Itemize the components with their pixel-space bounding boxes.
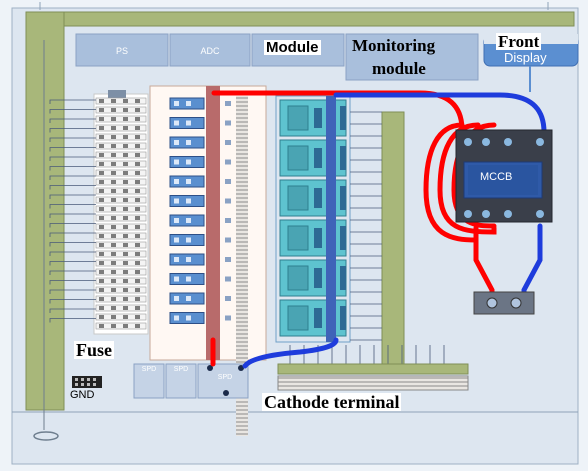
- ps-label: PS: [115, 46, 128, 56]
- fuse-row: [95, 196, 147, 204]
- module-label: Module: [264, 39, 321, 56]
- adc-label: ADC: [200, 46, 220, 56]
- fuse-row: [95, 133, 147, 141]
- fuse-row: [95, 223, 147, 231]
- spd-label-2: SPD: [173, 366, 189, 373]
- fuse-row: [95, 250, 147, 258]
- fuse-wires: [49, 99, 96, 323]
- terminal-strip: [236, 96, 248, 436]
- fuse-row: [95, 142, 147, 150]
- fuse-row: [95, 322, 147, 330]
- negative-busbar-vertical: [326, 96, 336, 342]
- fuse-row: [95, 304, 147, 312]
- gnd-terminal: [72, 376, 102, 388]
- fuse-label: Fuse: [74, 340, 114, 360]
- spd-label-1: SPD: [141, 366, 157, 373]
- fuse-row: [95, 169, 147, 177]
- ps-module: [75, 33, 169, 67]
- fuse-row: [95, 232, 147, 240]
- fuse-holders: [169, 97, 231, 324]
- mccb-breaker: [455, 129, 553, 223]
- cathode-rail: [277, 363, 469, 375]
- monitoring-label-line2: module: [372, 59, 426, 78]
- fuse-row: [95, 178, 147, 186]
- fuse-row: [95, 106, 147, 114]
- display-label: Display: [504, 50, 547, 65]
- positive-busbar: [206, 86, 220, 360]
- fuse-rows: [95, 97, 147, 330]
- fuse-row: [95, 295, 147, 303]
- fuse-row: [95, 97, 147, 105]
- fuse-row: [95, 214, 147, 222]
- fuse-row: [95, 160, 147, 168]
- spd-label-3: SPD: [217, 374, 233, 381]
- ground-symbol: [33, 431, 59, 441]
- fuse-row: [95, 187, 147, 195]
- fuse-row: [95, 268, 147, 276]
- fuse-row: [95, 259, 147, 267]
- cathode-terminal-block: [277, 375, 469, 391]
- fuse-row: [95, 313, 147, 321]
- module-wires: [289, 111, 445, 364]
- fuse-row: [95, 277, 147, 285]
- output-terminal: [473, 291, 535, 315]
- gnd-label: GND: [70, 389, 95, 401]
- fuse-row: [95, 124, 147, 132]
- module-column: [275, 95, 351, 343]
- spd-unit-2: [165, 363, 197, 399]
- left-din-rail: [25, 11, 65, 411]
- mccb-label: MCCB: [480, 171, 513, 183]
- cathode-terminal-label: Cathode terminal: [262, 392, 402, 412]
- fuse-row: [95, 151, 147, 159]
- adc-module: [169, 33, 251, 67]
- spd-unit-1: [133, 363, 165, 399]
- front-label: Front: [496, 32, 542, 51]
- monitoring-label-line1: Monitoring: [352, 36, 436, 55]
- monitoring-module-box: [345, 33, 479, 81]
- fuse-row: [95, 241, 147, 249]
- fuse-row: [95, 205, 147, 213]
- top-din-rail: [63, 11, 575, 27]
- vertical-rail-right: [381, 111, 405, 371]
- spd-units: [133, 363, 249, 399]
